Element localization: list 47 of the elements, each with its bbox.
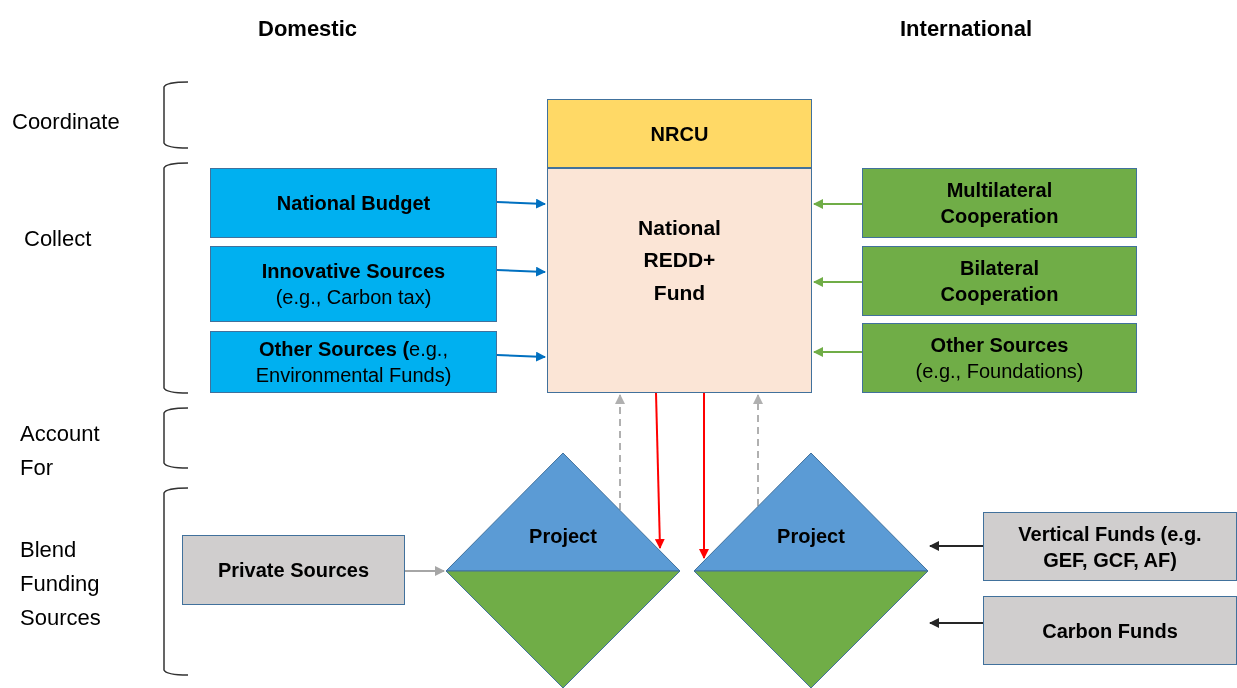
box-label: Project: [529, 524, 597, 549]
arrow: [813, 199, 863, 209]
project-diamond: [446, 453, 680, 688]
arrow: [654, 392, 665, 549]
arrow: [496, 198, 546, 209]
source-box: [182, 535, 405, 605]
arrow: [496, 351, 546, 362]
stage-label: Account For: [20, 420, 101, 482]
project-diamond: [694, 453, 928, 688]
box-label: Innovative Sources: [261, 259, 446, 284]
arrow: [929, 541, 984, 551]
arrow: [929, 618, 984, 628]
box-label: Other Sources (e.g., Environmental Funds): [254, 337, 453, 388]
source-box: [862, 168, 1137, 238]
box-label: NRCU: [650, 121, 709, 147]
box-label: National Budget: [276, 191, 431, 216]
arrow: [753, 394, 763, 507]
arrow: [615, 394, 625, 511]
column-heading: Domestic: [258, 15, 359, 43]
source-box: [210, 168, 497, 238]
box-label: Private Sources: [217, 558, 370, 583]
arrow: [813, 277, 863, 287]
source-box: [983, 596, 1237, 665]
box-label: National REDD+ Fund: [637, 214, 722, 306]
source-box: [862, 246, 1137, 316]
stage-label: Blend Funding Sources: [20, 536, 102, 632]
box-label: (e.g., Foundations): [915, 359, 1084, 384]
source-box: [862, 323, 1137, 393]
fund-box: [547, 168, 812, 393]
source-box: [210, 331, 497, 393]
stage-label: Collect: [24, 225, 93, 253]
header-box: [547, 99, 812, 168]
arrow: [404, 566, 445, 576]
arrow: [496, 266, 546, 277]
source-box: [210, 246, 497, 322]
box-label: Multilateral Cooperation: [939, 178, 1060, 229]
arrow: [813, 347, 863, 357]
stage-label: Coordinate: [12, 108, 121, 136]
column-heading: International: [900, 15, 1033, 43]
box-label: Other Sources: [930, 333, 1069, 358]
box-label: (e.g., Carbon tax): [275, 285, 432, 310]
box-label: Bilateral Cooperation: [939, 256, 1060, 307]
box-label: Project: [777, 524, 845, 549]
arrow: [699, 392, 709, 559]
box-label: Carbon Funds: [1042, 618, 1178, 644]
source-box: [983, 512, 1237, 581]
box-label: Vertical Funds (e.g. GEF, GCF, AF): [1017, 521, 1203, 573]
